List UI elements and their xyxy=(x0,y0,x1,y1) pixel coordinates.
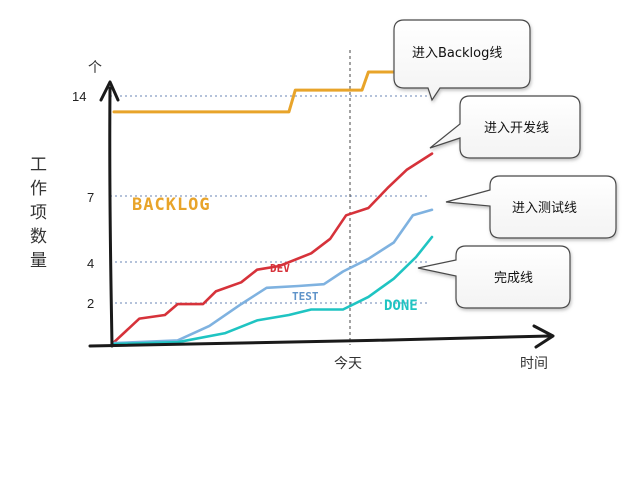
callout-test-text: 进入测试线 xyxy=(512,201,577,216)
callout-test xyxy=(445,175,617,239)
y-tick-4: 4 xyxy=(87,256,94,271)
y-unit-label: 个 xyxy=(88,60,102,76)
series-label-test: TEST xyxy=(292,290,319,303)
series-label-backlog: BACKLOG xyxy=(132,195,211,215)
y-tick-14: 14 xyxy=(72,89,86,104)
callout-test-bubble xyxy=(445,175,617,239)
series-line-dev xyxy=(112,152,434,344)
callout-backlog-text: 进入Backlog线 xyxy=(412,46,502,61)
y-axis-label-char: 量 xyxy=(30,251,47,271)
callout-done-text: 完成线 xyxy=(494,271,533,286)
callout-backlog-bubble xyxy=(393,19,531,102)
callout-dev xyxy=(429,95,581,159)
y-axis-label-char: 作 xyxy=(30,179,47,199)
x-axis xyxy=(88,334,552,348)
y-axis xyxy=(108,86,114,348)
callout-done-bubble xyxy=(417,245,571,309)
series-layer xyxy=(112,70,434,346)
series-label-dev: DEV xyxy=(270,262,290,275)
y-axis-label-char: 项 xyxy=(30,203,47,223)
today-label: 今天 xyxy=(334,356,362,372)
series-line-backlog xyxy=(112,70,434,114)
x-axis-arrow xyxy=(532,324,555,349)
callout-dev-text: 进入开发线 xyxy=(484,120,549,136)
callout-dev-bubble xyxy=(429,95,581,159)
y-tick-2: 2 xyxy=(87,296,94,311)
y-tick-7: 7 xyxy=(87,190,94,205)
series-line-test xyxy=(112,208,434,345)
callout-backlog xyxy=(393,19,531,102)
y-axis-label-char: 数 xyxy=(30,227,47,247)
x-axis-label: 时间 xyxy=(520,356,548,372)
y-axis-arrow xyxy=(99,80,120,102)
series-line-done xyxy=(112,235,434,346)
y-axis-label-char: 工 xyxy=(30,155,47,175)
series-label-done: DONE xyxy=(384,298,418,314)
callout-done xyxy=(417,245,571,309)
